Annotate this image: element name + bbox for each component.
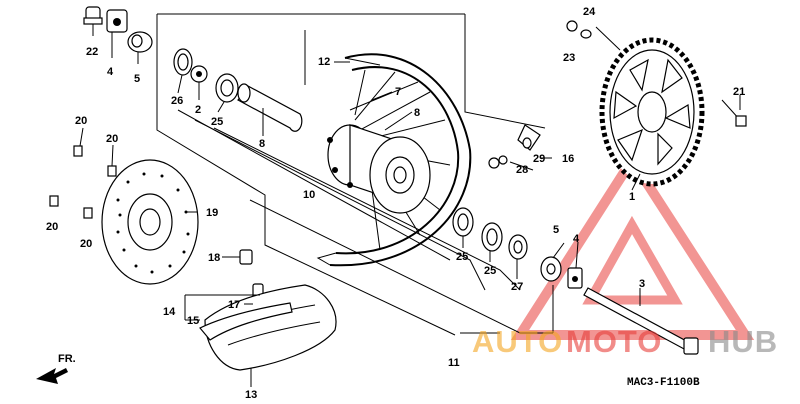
label-4: 4 [107,66,114,78]
label-13: 13 [245,389,257,401]
label-4-right: 4 [573,233,580,245]
label-3: 3 [639,278,645,290]
label-21: 21 [733,86,745,98]
label-25-right-a: 25 [456,251,468,263]
front-direction-label: FR. [58,353,76,365]
label-25-right-b: 25 [484,265,496,277]
label-26: 26 [171,95,183,107]
watermark-wordmark: AUTO MOTO HUB [472,324,778,359]
axle-3 [583,287,699,355]
bearing-25-left [215,73,239,103]
adjuster-plate-4-right [567,267,583,289]
tube-15 [199,302,293,341]
washer-24 [580,29,592,39]
watermark-word-hub: HUB [708,324,778,359]
bearing-25-right-a [452,207,474,237]
label-18: 18 [208,252,220,264]
label-28: 28 [516,164,528,176]
label-24: 24 [583,6,596,18]
adjuster-plate-4 [106,9,128,33]
label-10: 10 [303,189,315,201]
label-16: 17 [228,299,240,311]
diagram-code: MAC3-F1100B [627,377,700,389]
label-17: 16 [562,153,574,165]
retainer-2 [190,65,208,83]
label-9: 8 [259,138,265,150]
label-5: 5 [134,73,140,85]
label-20-a: 20 [75,115,87,127]
label-19: 19 [206,207,218,219]
wheel-hub [327,124,431,214]
label-20-d: 20 [80,238,92,250]
collar-5-right [540,256,562,282]
label-23: 23 [563,52,575,64]
label-5-right: 5 [553,224,559,236]
nut-28 [488,155,508,169]
driven-sprocket [599,37,705,187]
bolt-21 [721,99,747,127]
watermark-logo [510,150,755,340]
label-2: 2 [195,104,201,116]
tire-13 [204,284,337,371]
label-12: 12 [318,56,330,68]
label-29: 29 [533,153,545,165]
label-15: 15 [187,315,199,327]
nut-22 [83,6,103,25]
bearing-26 [173,48,193,76]
label-22: 22 [86,46,98,58]
valve-nut-18 [239,249,253,265]
leader-lines [79,24,741,387]
distance-collar-9 [237,83,303,132]
brake-disc [101,159,199,285]
label-1: 1 [629,191,635,203]
bearing-27 [508,234,528,260]
bearing-25-right-b [481,222,503,252]
rear-wheel-rim [316,53,472,267]
label-8: 8 [414,107,420,119]
watermark-word-auto: AUTO [472,324,563,359]
rim-lock-29 [517,124,541,151]
disc-bolts-20 [49,145,117,219]
label-27: 27 [511,281,523,293]
nut-23 [566,20,578,32]
watermark-word-moto: MOTO [566,324,662,359]
label-25-left: 25 [211,116,223,128]
collar-5 [127,31,153,53]
label-20-c: 20 [46,221,58,233]
part-labels: 22 4 5 26 2 25 8 10 12 7 8 29 16 28 1 24… [46,6,745,401]
label-11: 11 [448,357,460,369]
label-14: 14 [163,306,176,318]
frame-lines [156,13,554,336]
front-direction-arrow [36,368,68,384]
label-20-b: 20 [106,133,118,145]
label-7: 7 [395,86,401,98]
